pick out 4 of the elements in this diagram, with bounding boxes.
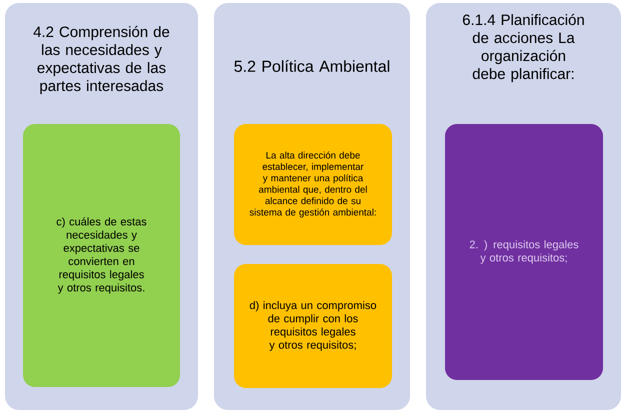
content-box: c) cuáles de estas necesidades y expectativas se convierten en requisitos legales y otros requisitos.	[23, 124, 180, 387]
content-box: La alta dirección debe establecer, implementar y mantener una política ambiental que, dentro del alcance definido de su sistema de gestión ambiental:	[234, 124, 392, 245]
content-box: 2. ) requisitos legales y otros requisitos;	[445, 124, 603, 380]
content-box: d) incluya un compromiso de cumplir con los requisitos legales y otros requisitos;	[234, 264, 392, 388]
